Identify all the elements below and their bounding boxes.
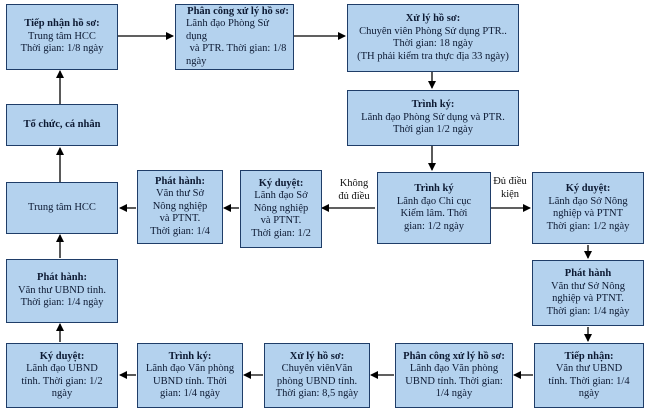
edge-label-du-dieu-kien: Đủ điều kiện: [488, 176, 532, 201]
node-to-chuc-ca-nhan: Tổ chức, cá nhân: [6, 104, 118, 146]
node-title: Xử lý hồ sơ:: [405, 13, 461, 24]
node-line: Chuyên viênVăn: [281, 363, 353, 374]
node-title: Ký duyệt:: [258, 177, 304, 189]
node-title: Ký duyệt:: [565, 183, 611, 194]
node-title: Phân công xử lý hồ sơ:: [403, 350, 505, 362]
node-phan-cong-van-phong: Phân công xử lý hồ sơ: Lãnh đạo Văn phòn…: [395, 343, 513, 408]
node-title: Trình ký:: [168, 350, 212, 362]
node-phan-cong-xu-ly: Phân công xử lý hồ sơ: Lãnh đạo Phòng Sử…: [175, 4, 294, 70]
node-phat-hanh-so-2: Phát hành Văn thư Sở Nông nghiệp và PTNT…: [532, 260, 644, 326]
node-line: (TH phải kiểm tra thực địa 33 ngày): [357, 50, 509, 62]
node-phat-hanh-ubnd: Phát hành: Văn thư UBND tỉnh. Thời gian:…: [6, 259, 118, 323]
node-xu-ly-ho-so: Xử lý hồ sơ: Chuyên viên Phòng Sử dụng P…: [347, 4, 519, 72]
node-title: Trình ký: [414, 183, 454, 194]
node-line: Nông nghiệp: [152, 200, 208, 212]
node-line: UBND tỉnh. Thời gian:: [405, 375, 503, 387]
node-line: Văn thư Sở: [156, 188, 204, 200]
node-line: Thời gian 1/2 ngày: [393, 124, 473, 136]
node-line: Thời gian: 8,5 ngày: [275, 388, 359, 399]
node-line: 1/4 ngày: [435, 388, 473, 399]
node-line: Lãnh đạo UBND: [26, 363, 98, 374]
node-title: Phát hành: [564, 268, 612, 279]
node-tiep-nhan-ubnd: Tiếp nhận: Văn thư UBND tỉnh. Thời gian:…: [534, 343, 644, 408]
node-line: Văn thư Sở Nông: [551, 280, 625, 292]
node-line: Lãnh đạo Văn phòng: [409, 363, 499, 374]
node-line: tỉnh. Thời gian: 1/2: [21, 375, 103, 387]
node-line: Thời gian: 1/4 ngày: [20, 297, 104, 309]
node-tiep-nhan-ho-so: Tiếp nhận hồ sơ: Trung tâm HCC Thời gian…: [6, 4, 118, 70]
node-title: Trình ký:: [411, 99, 455, 111]
node-title: Tiếp nhận:: [564, 350, 614, 362]
node-line: và PTNT.: [260, 215, 302, 227]
node-line: và PTR. Thời gian: 1/8: [189, 43, 287, 55]
node-title: Xử lý hồ sơ:: [289, 350, 345, 362]
node-line: Lãnh đạo Sở: [254, 190, 308, 202]
node-line: Thời gian: 1/4: [150, 225, 210, 237]
node-title: Phân công xử lý hồ sơ:: [187, 5, 289, 17]
node-line: Thời gian: 1/4 ngày: [546, 305, 630, 317]
node-line: UBND tỉnh. Thời: [153, 375, 227, 387]
node-title: Phát hành:: [37, 272, 87, 284]
node-trinh-ky-van-phong: Trình ký: Lãnh đạo Văn phòng UBND tỉnh. …: [137, 343, 243, 408]
edge-label-khong-du-dieu: Không đủ điều: [330, 178, 378, 203]
node-title: Ký duyệt:: [39, 350, 85, 362]
node-xu-ly-ho-so-vp: Xử lý hồ sơ: Chuyên viênVăn phòng UBND t…: [264, 343, 370, 408]
node-line: phòng UBND tỉnh.: [276, 375, 358, 387]
node-line: Chuyên viên Phòng Sử dụng PTR..: [359, 25, 507, 37]
node-line: Thời gian: 1/2 ngày: [546, 220, 630, 232]
node-title: Tiếp nhận hồ sơ:: [24, 18, 100, 30]
node-ky-duyet-ubnd: Ký duyệt: Lãnh đạo UBND tỉnh. Thời gian:…: [6, 343, 118, 408]
node-line: gian: 1/4 ngày: [159, 388, 221, 399]
node-ky-duyet-so-right: Ký duyệt: Lãnh đạo Sở Nông nghiệp và PTN…: [532, 172, 644, 244]
node-line: ngày: [578, 388, 600, 399]
node-line: Kiểm lâm. Thời: [400, 208, 468, 219]
node-line: nghiệp và PTNT: [553, 208, 623, 219]
node-line: gian: 1/2 ngày: [403, 220, 465, 232]
node-trung-tam-hcc: Trung tâm HCC: [6, 182, 118, 234]
edge-label-line: kiện: [500, 188, 520, 200]
node-line: Nông nghiệp: [253, 202, 309, 214]
node-line: Trung tâm HCC: [28, 201, 96, 213]
node-line: Lãnh đạo Sở Nông: [548, 195, 628, 207]
node-line: Văn thư UBND: [555, 363, 623, 374]
node-line: Lãnh đạo Chi cục: [396, 195, 472, 207]
node-line: ngày: [186, 55, 207, 67]
edge-label-line: Không: [339, 178, 369, 189]
edge-label-line: đủ điều: [338, 190, 370, 202]
node-line: Lãnh đạo Phòng Sử dụng: [186, 18, 269, 42]
node-phat-hanh-so: Phát hành: Văn thư Sở Nông nghiệp và PTN…: [137, 170, 223, 244]
node-line: Thời gian: 1/2: [251, 227, 311, 239]
node-line: Thời gian: 18 ngày: [393, 38, 473, 49]
node-trinh-ky-chi-cuc: Trình ký Lãnh đạo Chi cục Kiểm lâm. Thời…: [377, 172, 491, 244]
node-title: Tổ chức, cá nhân: [23, 118, 101, 130]
node-ky-duyet-so-left: Ký duyệt: Lãnh đạo Sở Nông nghiệp và PTN…: [240, 170, 322, 248]
edge-label-line: Đủ điều: [493, 176, 527, 187]
node-line: Thời gian: 1/8 ngày: [20, 43, 104, 55]
node-line: và PTNT.: [159, 213, 201, 225]
node-line: ngày: [51, 388, 73, 399]
node-line: Trung tâm HCC: [28, 30, 96, 42]
node-trinh-ky-phong: Trình ký: Lãnh đạo Phòng Sử dụng và PTR.…: [347, 90, 519, 146]
node-title: Phát hành:: [155, 175, 205, 187]
node-line: nghiệp và PTNT.: [552, 293, 624, 304]
node-line: tỉnh. Thời gian: 1/4: [548, 375, 630, 387]
node-line: Lãnh đạo Phòng Sử dụng và PTR.: [361, 111, 505, 123]
node-line: Văn thư UBND tỉnh.: [18, 284, 106, 296]
node-line: Lãnh đạo Văn phòng: [145, 363, 235, 374]
